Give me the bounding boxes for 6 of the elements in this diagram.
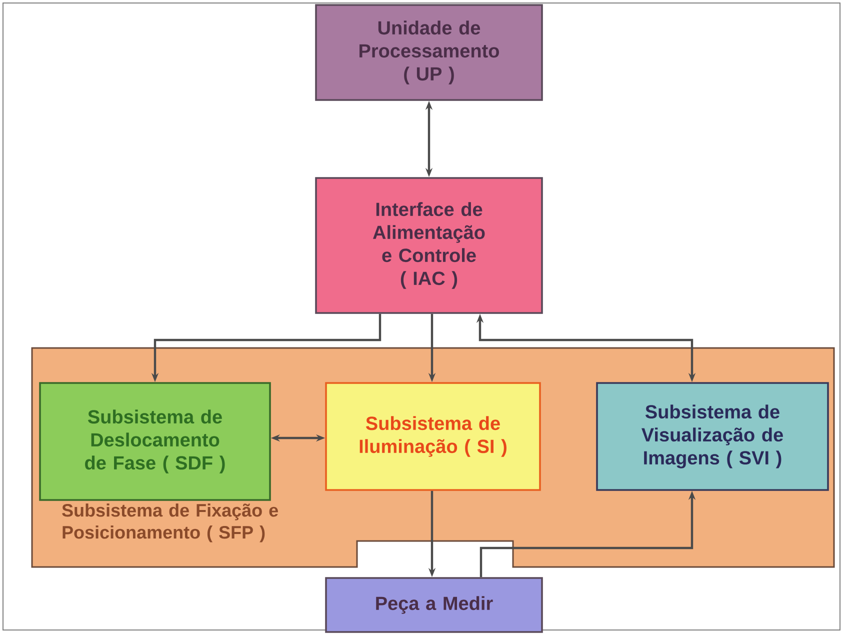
process-box: Subsistema de Iluminação ( SI ): [325, 382, 541, 491]
process-box: Peça a Medir: [325, 577, 543, 633]
process-box: Subsistema de Deslocamento de Fase ( SDF ): [39, 382, 271, 501]
process-box: Subsistema de Visualização de Imagens ( SVI ): [596, 382, 829, 491]
process-box: Unidade de Processamento ( UP ): [315, 4, 543, 101]
process-box: Interface de Alimentação e Controle ( IAC ): [315, 177, 543, 314]
